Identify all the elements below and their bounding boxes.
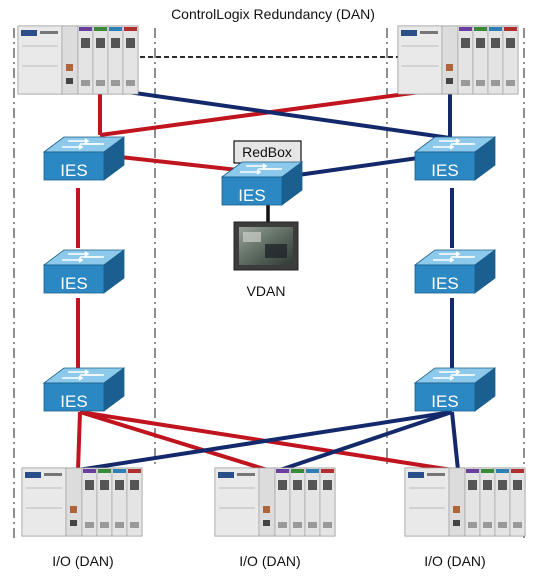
link-a-io-left [76, 411, 82, 471]
hmi-panel [233, 221, 299, 271]
link-b-io-right [450, 411, 460, 471]
ies-switch-right-3: IES [414, 367, 496, 412]
redbox-label: RedBox [242, 144, 292, 160]
hmi-label: VDAN [247, 283, 286, 299]
ies-label: IES [431, 161, 458, 180]
redbox: RedBox IES [221, 140, 303, 206]
ies-label: IES [431, 274, 458, 293]
link-b-io-left [77, 410, 453, 472]
ies-switch-left-3: IES [43, 367, 125, 412]
boundary-lines [13, 28, 525, 540]
ies-label: IES [238, 186, 265, 205]
io-chassis-center [214, 467, 336, 537]
io-label-right: I/O (DAN) [424, 553, 485, 569]
ies-label: IES [60, 274, 87, 293]
io-chassis-left [21, 467, 143, 537]
network-b-links [77, 86, 460, 474]
ies-label: IES [431, 392, 458, 411]
controller-chassis-right [397, 25, 519, 95]
link-b-controller-left [99, 86, 451, 140]
io-chassis-right [404, 467, 526, 537]
ies-switch-left-1: IES [43, 136, 125, 181]
io-label-left: I/O (DAN) [52, 553, 113, 569]
diagram-title: ControlLogix Redundancy (DAN) [171, 6, 375, 22]
link-a-redbox [119, 155, 239, 172]
redbox-switch: IES [221, 161, 303, 206]
link-b-redbox [297, 156, 419, 177]
ies-label: IES [60, 161, 87, 180]
ies-switch-left-2: IES [43, 249, 125, 294]
link-b-io-center [273, 410, 453, 474]
ies-label: IES [60, 392, 87, 411]
ies-switch-right-2: IES [414, 249, 496, 294]
ies-switch-right-1: IES [414, 136, 496, 181]
link-a-io-center [79, 410, 275, 474]
io-label-center: I/O (DAN) [239, 553, 300, 569]
controller-chassis-left [17, 25, 139, 95]
